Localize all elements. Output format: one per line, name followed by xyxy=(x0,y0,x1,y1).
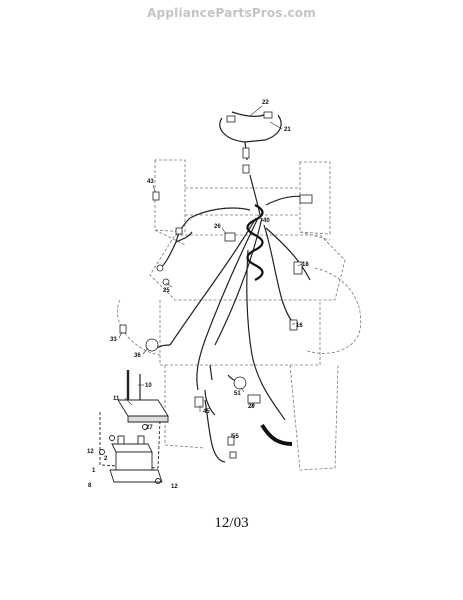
callout-1: 1 xyxy=(92,468,96,474)
callout-21: 21 xyxy=(284,127,291,133)
callout-18: 18 xyxy=(302,262,309,268)
callout-2: 2 xyxy=(104,456,108,462)
callout-45: 45 xyxy=(203,409,210,415)
harness-coil xyxy=(246,204,264,281)
callout-11: 11 xyxy=(113,396,120,402)
callout-55: 55 xyxy=(232,434,239,440)
callout-36: 36 xyxy=(134,353,141,359)
watermark: AppliancePartsPros.com xyxy=(147,6,316,20)
callout-43: 43 xyxy=(147,179,154,185)
callout-51: 51 xyxy=(234,391,241,397)
tractor-outline xyxy=(117,159,362,471)
callout-16: 16 xyxy=(296,323,303,329)
callout-29: 29 xyxy=(248,404,255,410)
callout-33: 33 xyxy=(110,337,117,343)
part-callouts: 22 21 43 40 26 18 25 33 16 36 10 51 11 4… xyxy=(87,100,309,490)
callout-26: 26 xyxy=(214,224,221,230)
callout-12-bottom: 12 xyxy=(171,484,178,490)
callout-22: 22 xyxy=(262,100,269,106)
connectors xyxy=(119,111,313,459)
callout-10: 10 xyxy=(145,383,152,389)
harness-wires xyxy=(154,111,313,463)
footer-date: 12/03 xyxy=(214,515,249,531)
callout-8: 8 xyxy=(88,483,92,489)
battery-assembly xyxy=(99,370,169,484)
cable-29 xyxy=(260,423,293,446)
callout-40: 40 xyxy=(263,218,270,224)
callout-25: 25 xyxy=(163,288,170,294)
callout-27: 27 xyxy=(146,425,153,431)
callout-12-top: 12 xyxy=(87,449,94,455)
leader-lines xyxy=(118,105,303,438)
